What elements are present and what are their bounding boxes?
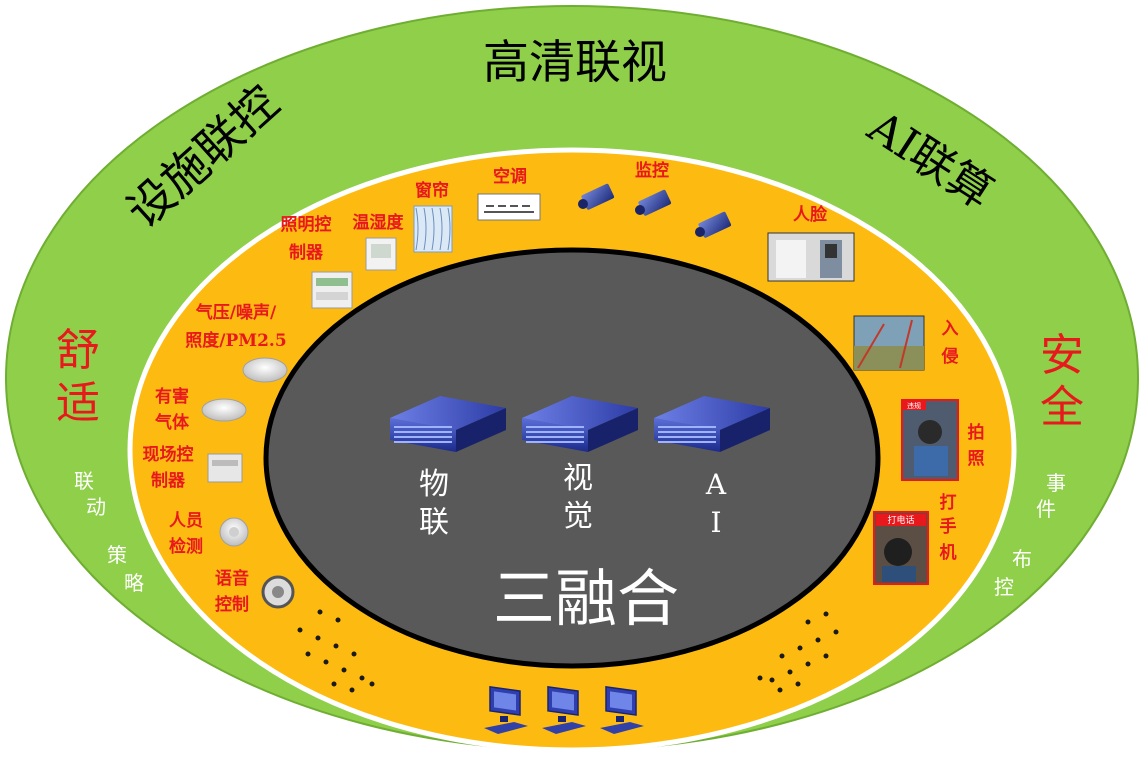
label-linkage-1: 联 [74, 469, 94, 493]
label-event-1: 事 [1046, 471, 1066, 495]
label-photo-2: 照 [968, 449, 985, 469]
label-iot-1: 物 [419, 467, 449, 502]
label-pressure-1: 气压/噪声/ [195, 302, 277, 323]
temp-humidity-sensor-icon [365, 237, 397, 271]
label-event-2: 件 [1036, 497, 1056, 521]
label-surveillance: 监控 [635, 160, 669, 181]
label-intrusion-1: 入 [942, 319, 959, 339]
phone-violation-tag: 打电话 [887, 514, 914, 526]
label-pressure-2: 照度/PM2.5 [185, 330, 286, 351]
photo-violation-tag: 违规 [907, 401, 921, 410]
label-air-conditioner: 空调 [493, 166, 527, 187]
label-lighting-1: 照明控 [281, 214, 332, 235]
label-safety-2: 全 [1040, 382, 1084, 433]
label-photo-1: 拍 [968, 422, 985, 443]
label-gas-2: 气体 [154, 412, 190, 433]
label-safety-1: 安 [1040, 330, 1084, 381]
label-iot-2: 联 [419, 505, 449, 540]
photo-violation-image: 违规 [901, 399, 959, 481]
label-lighting-2: 制器 [289, 242, 324, 263]
label-vision-1: 视 [563, 461, 593, 496]
label-phone-3: 机 [940, 542, 957, 563]
label-person-detect-1: 人员 [169, 511, 203, 531]
label-strategy-1: 策 [107, 543, 127, 567]
phone-violation-image: 打电话 [873, 511, 929, 585]
label-deploy-1: 布 [1012, 547, 1032, 571]
label-temp-humidity: 温湿度 [353, 212, 405, 233]
label-phone-1: 打 [940, 492, 957, 513]
label-linkage-2: 动 [86, 495, 106, 519]
label-field-ctrl-2: 制器 [151, 470, 186, 491]
field-controller-icon [207, 453, 243, 483]
label-vision-2: 觉 [563, 499, 593, 534]
label-comfort-2: 适 [56, 378, 100, 429]
label-gas-1: 有害 [155, 386, 189, 407]
person-detector-icon [219, 517, 249, 547]
label-curtain: 窗帘 [415, 180, 449, 201]
label-intrusion-2: 侵 [941, 346, 959, 367]
label-deploy-2: 控 [994, 575, 1014, 599]
air-quality-sensor-icon [242, 357, 288, 383]
lighting-controller-icon [311, 271, 353, 309]
curtain-icon [413, 205, 453, 253]
label-three-fusion: 三融合 [493, 562, 679, 635]
label-voice-1: 语音 [215, 568, 249, 589]
label-phone-2: 手 [940, 516, 957, 537]
speaker-dots-left [297, 609, 375, 693]
intrusion-camera-image [853, 315, 925, 371]
label-comfort-1: 舒 [56, 325, 100, 376]
label-person-detect-2: 检测 [169, 536, 203, 557]
label-field-ctrl-1: 现场控 [143, 444, 194, 465]
label-strategy-2: 略 [124, 571, 144, 595]
voice-controller-icon [261, 575, 295, 609]
face-camera-image [767, 232, 855, 282]
label-ai-1: A [705, 468, 727, 501]
speaker-dots-right [757, 611, 839, 693]
label-hd-video: 高清联视 [483, 35, 667, 89]
label-face: 人脸 [793, 204, 828, 225]
gas-detector-icon [201, 398, 247, 422]
air-conditioner-icon [477, 193, 541, 221]
label-ai-2: I [710, 506, 721, 539]
core-ellipse [263, 247, 881, 669]
label-voice-2: 控制 [215, 594, 249, 615]
